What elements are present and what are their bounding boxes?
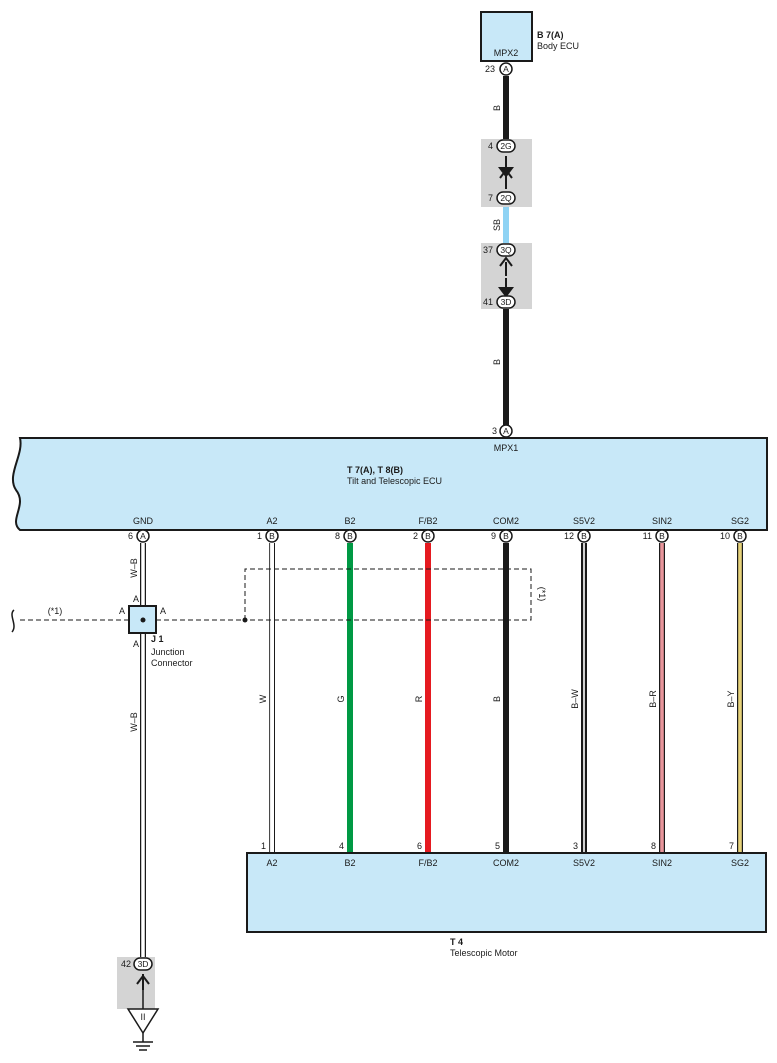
wire-label-r: R — [414, 695, 424, 702]
shield-junction-dot — [242, 617, 248, 623]
svg-text:9: 9 — [491, 531, 496, 541]
body-ecu-name: Body ECU — [537, 41, 579, 51]
wire-label-b1: B — [492, 105, 502, 111]
svg-text:7: 7 — [729, 841, 734, 851]
svg-text:II: II — [140, 1012, 145, 1022]
svg-text:A: A — [140, 531, 146, 541]
ecu-terminal-a2: A2 — [266, 516, 277, 526]
ecu-terminal-b2: B2 — [344, 516, 355, 526]
svg-text:8: 8 — [651, 841, 656, 851]
svg-text:23: 23 — [485, 64, 495, 74]
svg-text:B: B — [425, 531, 431, 541]
svg-text:1: 1 — [257, 531, 262, 541]
svg-text:A2: A2 — [266, 858, 277, 868]
wire-label-sb: SB — [492, 219, 502, 231]
svg-text:41: 41 — [483, 297, 493, 307]
ecu-pins-bottom: A 6 B 1 B 8 B 2 B 9 B 12 B 11 B 10 — [128, 529, 747, 543]
body-ecu-terminal: MPX2 — [494, 48, 519, 58]
ecu-terminal-s5v2: S5V2 — [573, 516, 595, 526]
motor-id: T 4 — [450, 937, 463, 947]
wire-a2-w — [269, 543, 275, 853]
ecu-terminal-com2: COM2 — [493, 516, 519, 526]
svg-text:S5V2: S5V2 — [573, 858, 595, 868]
svg-text:2: 2 — [413, 531, 418, 541]
wire-label-by: B–Y — [726, 690, 736, 707]
body-ecu: MPX2 B 7(A) Body ECU — [480, 11, 579, 62]
junction-name-2: Connector — [151, 658, 193, 668]
svg-text:10: 10 — [720, 531, 730, 541]
svg-text:6: 6 — [417, 841, 422, 851]
body-ecu-id: B 7(A) — [537, 30, 564, 40]
connector-2g-2q: 2G 4 2Q 7 — [481, 139, 532, 207]
svg-text:COM2: COM2 — [493, 858, 519, 868]
wire-label-wb2: W–B — [129, 712, 139, 732]
ecu-terminal-sg2: SG2 — [731, 516, 749, 526]
svg-text:B2: B2 — [344, 858, 355, 868]
ecu-terminal-gnd: GND — [133, 516, 154, 526]
wire-label-bw: B–W — [570, 689, 580, 709]
svg-text:2G: 2G — [500, 141, 511, 151]
svg-text:42: 42 — [121, 959, 131, 969]
connector-3q-3d: 3Q 37 3D 41 — [481, 243, 532, 309]
tilt-ecu-name: Tilt and Telescopic ECU — [347, 476, 442, 486]
svg-text:11: 11 — [643, 531, 652, 541]
ecu-terminal-sin2: SIN2 — [652, 516, 672, 526]
shield-note-right: (*1) — [537, 587, 547, 602]
svg-text:12: 12 — [564, 531, 574, 541]
svg-text:A: A — [160, 606, 166, 616]
shield-lines — [20, 568, 532, 621]
svg-text:A: A — [133, 594, 139, 604]
svg-text:6: 6 — [128, 531, 133, 541]
svg-text:2Q: 2Q — [500, 193, 512, 203]
wire-label-b2: B — [492, 359, 502, 365]
ground-connector: 3D 42 — [117, 957, 155, 1009]
break-mark — [11, 609, 15, 633]
wire-label-g: G — [336, 695, 346, 702]
svg-text:F/B2: F/B2 — [418, 858, 437, 868]
ground-icon: II — [126, 1008, 160, 1051]
junction-name-1: Junction — [151, 647, 185, 657]
telescopic-motor: A2 B2 F/B2 COM2 S5V2 SIN2 SG2 T 4 Telesc… — [246, 852, 767, 958]
svg-text:SG2: SG2 — [731, 858, 749, 868]
svg-text:3: 3 — [492, 426, 497, 436]
wire-label-w: W — [258, 694, 268, 703]
svg-text:B: B — [503, 531, 509, 541]
wire-label-wb1: W–B — [129, 558, 139, 578]
shield-note-left: (*1) — [48, 606, 63, 616]
motor-pins: 1 4 6 5 3 8 7 — [261, 841, 734, 851]
svg-text:B: B — [659, 531, 665, 541]
svg-text:5: 5 — [495, 841, 500, 851]
svg-text:B: B — [347, 531, 353, 541]
junction-id: J 1 — [151, 634, 164, 644]
tilt-ecu-top-terminal: MPX1 — [494, 443, 519, 453]
svg-text:SIN2: SIN2 — [652, 858, 672, 868]
body-ecu-pin: A 23 — [485, 62, 513, 76]
svg-text:37: 37 — [483, 245, 493, 255]
wire-label-b: B — [492, 696, 502, 702]
svg-text:4: 4 — [339, 841, 344, 851]
svg-text:1: 1 — [261, 841, 266, 851]
svg-text:3Q: 3Q — [500, 245, 512, 255]
tilt-ecu-id: T 7(A), T 8(B) — [347, 465, 403, 475]
svg-text:7: 7 — [488, 193, 493, 203]
svg-text:B: B — [269, 531, 275, 541]
tilt-telescopic-ecu: MPX1 T 7(A), T 8(B) Tilt and Telescopic … — [11, 437, 768, 531]
tilt-ecu-top-pin: A 3 — [492, 424, 513, 438]
svg-text:A: A — [503, 426, 509, 436]
wire-label-br: B–R — [648, 690, 658, 708]
svg-text:3D: 3D — [501, 297, 512, 307]
svg-text:8: 8 — [335, 531, 340, 541]
svg-text:A: A — [503, 64, 509, 74]
svg-text:A: A — [133, 639, 139, 649]
svg-text:B: B — [737, 531, 743, 541]
ecu-terminal-fb2: F/B2 — [418, 516, 437, 526]
svg-text:3D: 3D — [138, 959, 149, 969]
svg-text:B: B — [581, 531, 587, 541]
motor-name: Telescopic Motor — [450, 948, 518, 958]
junction-connector: A A A A J 1 Junction Connector — [119, 594, 193, 668]
svg-text:3: 3 — [573, 841, 578, 851]
svg-text:4: 4 — [488, 141, 493, 151]
svg-text:A: A — [119, 606, 125, 616]
